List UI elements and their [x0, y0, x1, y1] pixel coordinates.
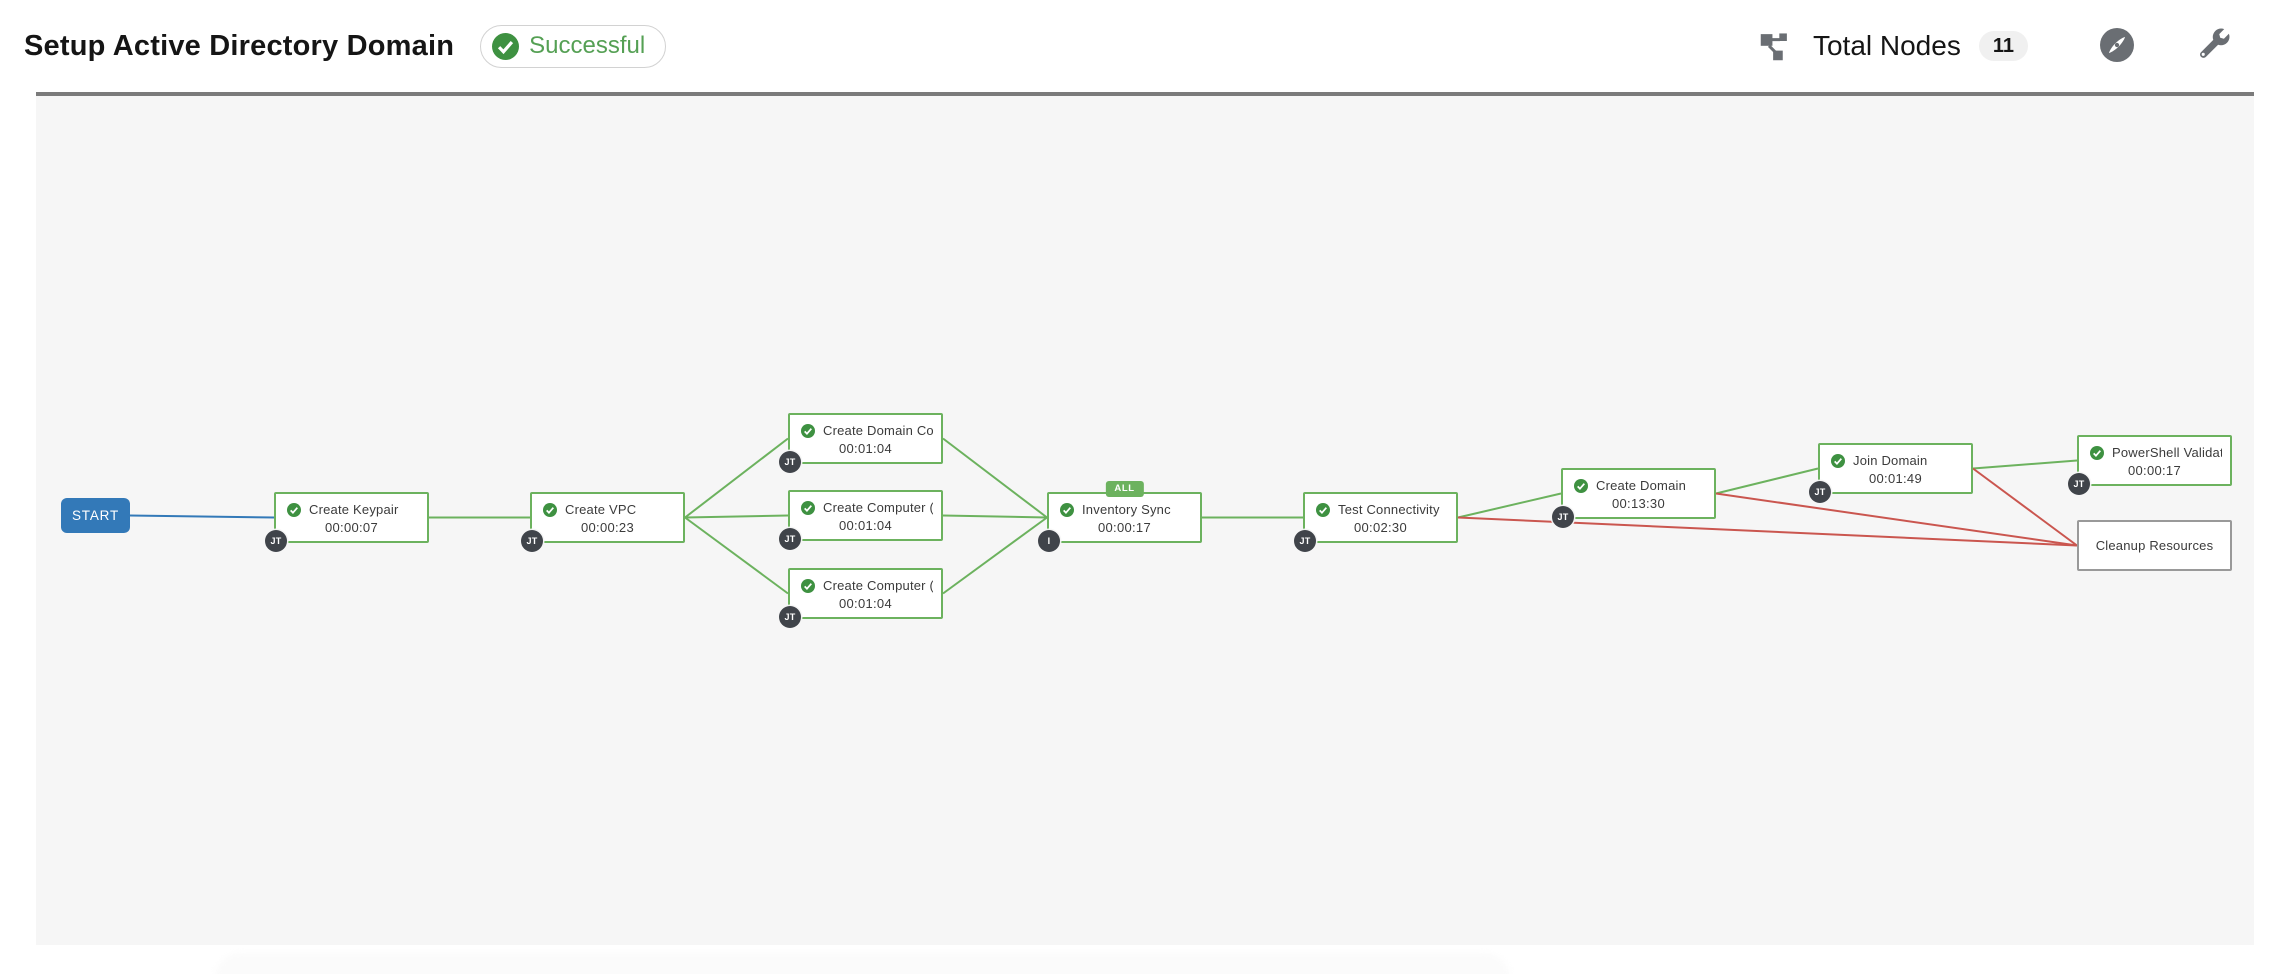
node-label: Cleanup Resources [2095, 538, 2214, 553]
node-elapsed-time: 00:13:30 [1611, 496, 1665, 511]
node-label: Create VPC [565, 502, 637, 517]
workflow-link-join-domain-to-powershell-validation [1972, 459, 2078, 470]
node-label: Create Computer (2) [823, 578, 933, 593]
check-circle-icon [801, 578, 815, 593]
workflow-node-cleanup-resources[interactable]: Cleanup Resources [2077, 520, 2232, 571]
check-circle-icon [2090, 445, 2104, 460]
node-label: Inventory Sync [1082, 502, 1171, 517]
workflow-link-join-domain-to-cleanup-resources [1972, 467, 2078, 547]
node-type-badge: JT [265, 530, 287, 552]
header-right-toolbar: Total Nodes 11 [1758, 27, 2230, 65]
node-label: Create Computer (1) [823, 500, 933, 515]
node-type-badge: JT [779, 528, 801, 550]
node-elapsed-time: 00:02:30 [1353, 520, 1407, 535]
check-circle-icon [543, 502, 557, 517]
legend-key-button[interactable] [2100, 27, 2134, 65]
node-elapsed-time: 00:00:17 [1097, 520, 1151, 535]
node-label: Create Domain [1596, 478, 1687, 493]
workflow-link-create-computer-1-to-inventory-sync [942, 514, 1048, 519]
workflow-link-create-vpc-to-create-computer-1 [684, 514, 789, 519]
node-type-badge: JT [1552, 506, 1574, 528]
node-label: Create Keypair [309, 502, 399, 517]
node-type-badge: JT [779, 451, 801, 473]
total-nodes-count-badge: 11 [1978, 31, 2028, 61]
node-type-badge: JT [779, 606, 801, 628]
success-check-icon [492, 32, 520, 60]
check-circle-icon [1574, 478, 1588, 493]
node-elapsed-time: 00:01:49 [1868, 471, 1922, 486]
node-type-badge: JT [521, 530, 543, 552]
node-type-badge: JT [1294, 530, 1316, 552]
workflow-link-create-domain-controller-to-inventory-sync [942, 437, 1048, 519]
page-header: Setup Active Directory Domain Successful… [0, 0, 2290, 92]
workflow-link-create-vpc-to-create-computer-2 [684, 516, 789, 595]
node-label: Create Domain Contr… [823, 423, 933, 438]
workflow-link-create-domain-to-join-domain [1715, 467, 1819, 495]
check-circle-icon [1831, 453, 1845, 468]
node-label: PowerShell Validation [2112, 445, 2222, 460]
node-type-badge: JT [1809, 481, 1831, 503]
check-circle-icon [801, 423, 815, 438]
workflow-link-start-to-create-keypair [129, 514, 275, 519]
workflow-tools-button[interactable] [2196, 28, 2230, 65]
legend-panel-edge [215, 953, 1510, 974]
page-title: Setup Active Directory Domain [24, 29, 455, 62]
check-circle-icon [287, 502, 301, 517]
wrench-icon [2196, 28, 2230, 65]
status-badge[interactable]: Successful [480, 24, 667, 68]
workflow-link-create-computer-2-to-inventory-sync [942, 516, 1048, 595]
workflow-link-create-vpc-to-create-domain-controller [684, 437, 789, 519]
node-type-badge: I [1038, 530, 1060, 552]
workflow-start-node[interactable]: START [61, 498, 130, 533]
node-elapsed-time: 00:00:17 [2127, 463, 2181, 478]
sitemap-icon [1758, 30, 1791, 63]
node-label: Join Domain [1853, 453, 1928, 468]
node-elapsed-time: 00:01:04 [838, 596, 892, 611]
compass-icon [2100, 27, 2134, 65]
check-circle-icon [1060, 502, 1074, 517]
workflow-link-test-connectivity-to-create-domain [1457, 492, 1562, 519]
node-elapsed-time: 00:01:04 [838, 518, 892, 533]
check-circle-icon [801, 500, 815, 515]
workflow-node-inventory-sync[interactable]: Inventory Sync 00:00:17 ALL I [1038, 481, 1202, 552]
check-circle-icon [1316, 502, 1330, 517]
status-badge-label: Successful [529, 32, 646, 59]
total-nodes-label: Total Nodes [1812, 30, 1961, 61]
node-elapsed-time: 00:01:04 [838, 441, 892, 456]
node-type-badge: JT [2068, 473, 2090, 495]
node-elapsed-time: 00:00:23 [580, 520, 634, 535]
node-label: Test Connectivity [1338, 502, 1440, 517]
node-elapsed-time: 00:00:07 [324, 520, 378, 535]
convergence-all-badge: ALL [1105, 481, 1144, 497]
workflow-link-create-domain-to-cleanup-resources [1715, 492, 2078, 547]
